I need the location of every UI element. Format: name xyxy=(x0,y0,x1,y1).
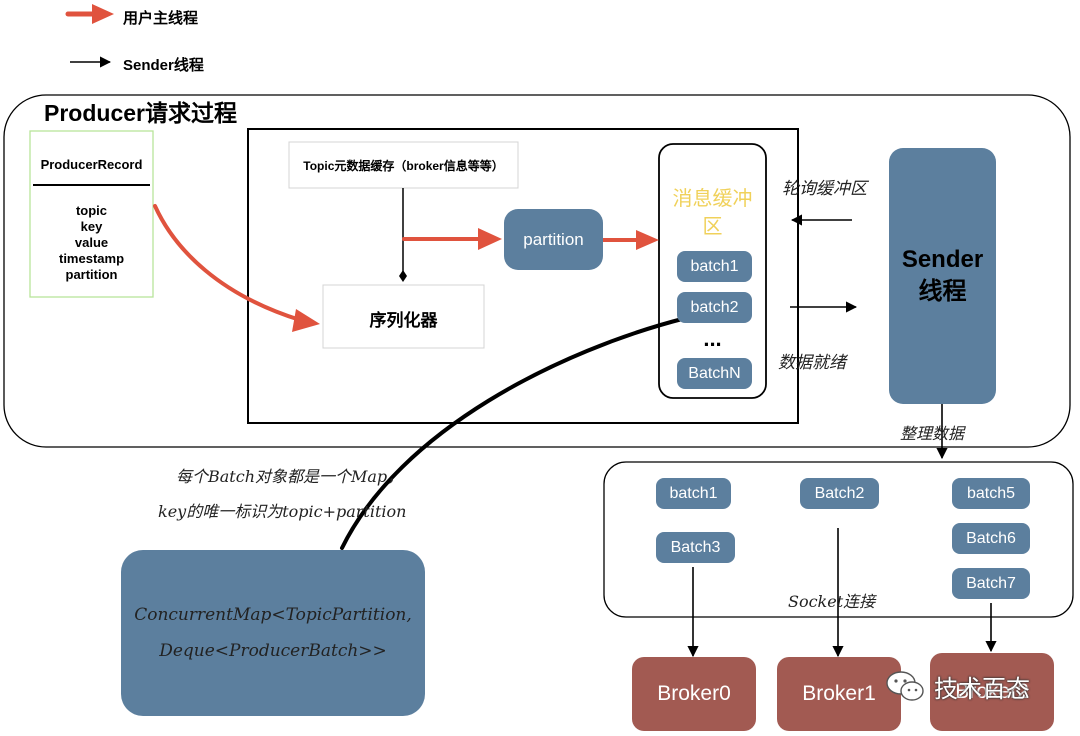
record-field-topic: topic xyxy=(75,203,108,218)
concurrent-map-line2: Deque<ProducerBatch>> xyxy=(159,641,387,661)
producer-inner-frame xyxy=(247,128,799,424)
record-field-partition: partition xyxy=(65,267,118,282)
socket-label: Socket连接 xyxy=(788,592,876,611)
data-ready-label: 数据就绪 xyxy=(778,353,846,373)
record-fields: topic key value timestamp partition xyxy=(30,203,153,283)
buffer-ellipsis: ... xyxy=(703,326,722,351)
batch-note-curve xyxy=(340,316,688,550)
poll-buffer-label: 轮询缓冲区 xyxy=(782,179,867,199)
partition-node: partition xyxy=(504,209,603,270)
serializer-label: 序列化器 xyxy=(369,311,438,330)
sender-thread-node: Sender 线程 xyxy=(889,148,996,404)
watermark: 技术百态 xyxy=(884,668,1030,704)
legend-user-thread-arrow xyxy=(65,4,114,24)
watermark-text: 技术百态 xyxy=(934,675,1030,703)
buffer-batch-n: BatchN xyxy=(677,358,752,389)
producer-frame xyxy=(3,94,1071,448)
concurrent-map-box: ConcurrentMap<TopicPartition, Deque<Prod… xyxy=(121,550,425,716)
socket-batch-1: batch1 xyxy=(656,478,731,509)
socket-batch-6: Batch6 xyxy=(952,523,1030,554)
record-field-timestamp: timestamp xyxy=(58,251,125,266)
record-field-key: key xyxy=(80,219,103,234)
buffer-title: 消息缓冲 区 xyxy=(659,185,766,241)
batch-note-line2: key的唯一标识为topic+partition xyxy=(158,502,407,521)
broker-0: Broker0 xyxy=(632,657,756,731)
wechat-icon xyxy=(886,671,924,701)
metadata-cache-box xyxy=(288,141,519,189)
legend-sender-thread-label: Sender线程 xyxy=(123,57,204,74)
metadata-cache-label: Topic元数据缓存（broker信息等等） xyxy=(303,159,504,173)
buffer-batch-2: batch2 xyxy=(677,292,752,323)
to-partition-arrow xyxy=(402,228,502,250)
concurrent-map-line1: ConcurrentMap<TopicPartition, xyxy=(134,605,412,625)
record-field-value: value xyxy=(74,235,109,250)
sender-label-line2: 线程 xyxy=(918,278,967,305)
partition-to-buffer-arrow xyxy=(601,230,659,250)
batch-note-line1: 每个Batch对象都是一个Map， xyxy=(176,467,404,486)
record-to-serializer-arrow xyxy=(153,204,320,332)
legend-user-thread-label: 用户主线程 xyxy=(123,10,199,27)
socket-batch-7: Batch7 xyxy=(952,568,1030,599)
producer-title: Producer请求过程 xyxy=(44,100,237,126)
broker-2: Broker2 xyxy=(930,653,1054,731)
buffer-batch-1: batch1 xyxy=(677,251,752,282)
socket-batch-5: batch5 xyxy=(952,478,1030,509)
producer-record-box xyxy=(29,130,154,298)
organize-data-label: 整理数据 xyxy=(900,424,965,443)
buffer-title-line2: 区 xyxy=(702,216,723,238)
socket-batch-2: Batch2 xyxy=(800,478,879,509)
sender-label: Sender xyxy=(901,246,984,273)
buffer-title-line1: 消息缓冲 xyxy=(672,188,753,210)
socket-batch-3: Batch3 xyxy=(656,532,735,563)
serializer-box xyxy=(322,284,485,349)
record-title: ProducerRecord xyxy=(40,157,143,172)
broker-1: Broker1 xyxy=(777,657,901,731)
